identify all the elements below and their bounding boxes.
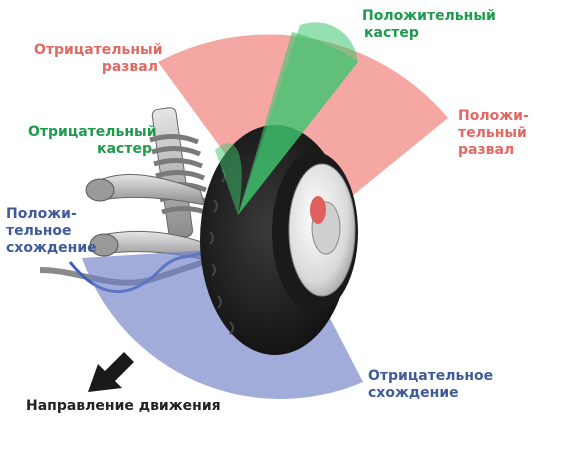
positive-camber-line-2: тельный bbox=[458, 125, 527, 141]
lower-arm-bushing bbox=[89, 233, 119, 257]
negative-caster-label: Отрицательный кастер bbox=[28, 124, 157, 158]
negative-camber-line-1: Отрицательный bbox=[34, 42, 163, 58]
positive-caster-line-2: кастер bbox=[364, 25, 419, 41]
positive-camber-line-1: Положи- bbox=[458, 108, 529, 124]
negative-toe-line-2: схождение bbox=[368, 385, 459, 401]
negative-toe-line-1: Отрицательное bbox=[368, 368, 494, 384]
positive-camber-label: Положи- тельный развал bbox=[458, 108, 529, 159]
brake-caliper bbox=[310, 196, 326, 224]
arrow-down-left-icon bbox=[88, 352, 134, 392]
coil-spring bbox=[149, 134, 211, 217]
caster-sector-left bbox=[215, 143, 242, 215]
negative-camber-label: Отрицательный развал bbox=[34, 42, 163, 76]
negative-caster-line-2: кастер bbox=[97, 141, 152, 157]
positive-caster-label: Положительный кастер bbox=[362, 8, 496, 42]
negative-camber-line-2: развал bbox=[101, 59, 158, 75]
positive-camber-line-3: развал bbox=[458, 142, 515, 158]
caster-sector-top bbox=[238, 22, 358, 216]
direction-label: Направление движения bbox=[26, 398, 221, 414]
positive-toe-line-2: тельное bbox=[6, 223, 72, 239]
positive-toe-line-3: схождение bbox=[6, 240, 97, 256]
negative-toe-label: Отрицательное схождение bbox=[368, 368, 493, 402]
positive-toe-label: Положи- тельное схождение bbox=[6, 206, 97, 257]
positive-toe-line-1: Положи- bbox=[6, 206, 77, 222]
negative-caster-line-1: Отрицательный bbox=[28, 124, 157, 140]
positive-caster-line-1: Положительный bbox=[362, 8, 496, 24]
upper-arm-bushing bbox=[85, 178, 115, 202]
